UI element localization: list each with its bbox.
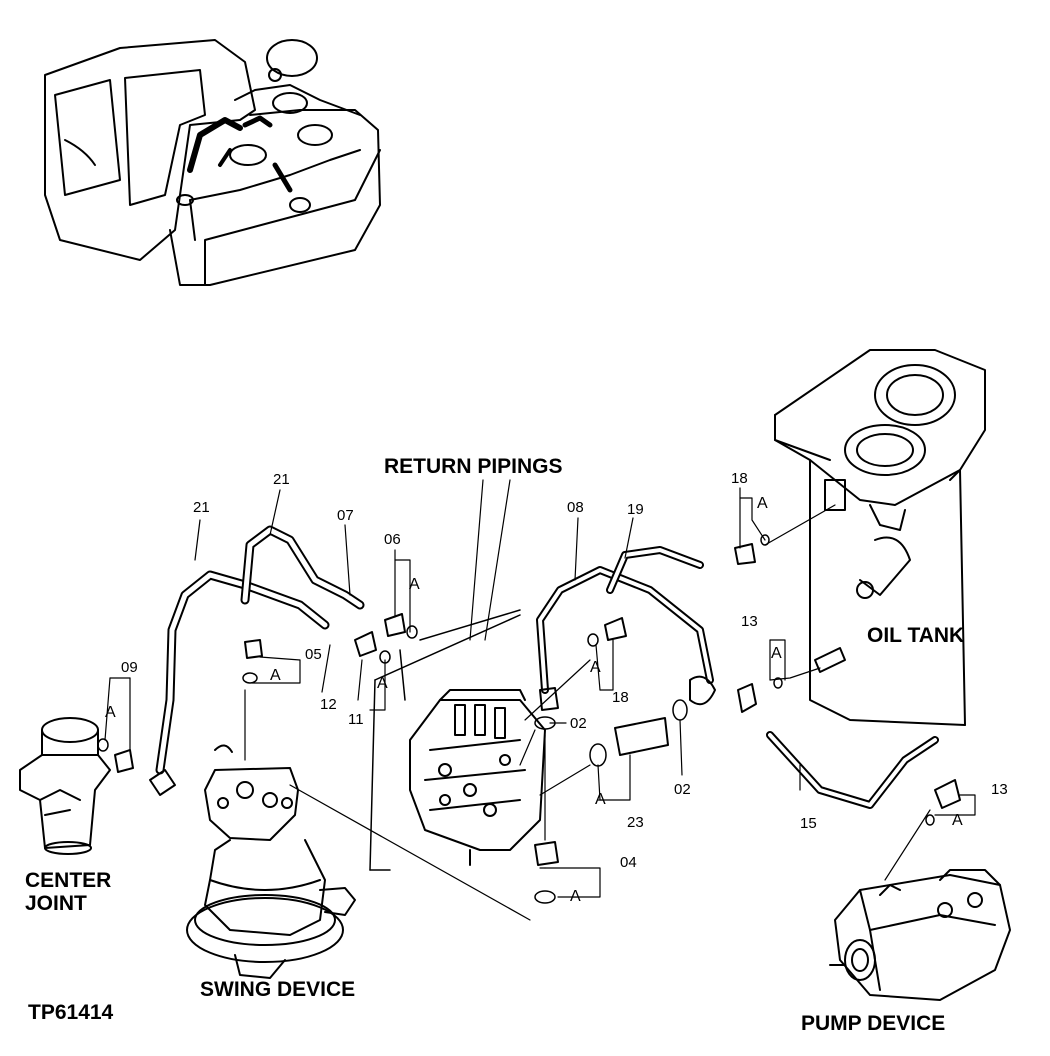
callout-21a: 21 [193, 499, 210, 516]
callout-08: 08 [567, 499, 584, 516]
leader-lines [104, 479, 976, 921]
o-rings [97, 534, 935, 904]
label-return-pipings: RETURN PIPINGS [384, 455, 563, 478]
drawing-id: TP61414 [28, 1001, 114, 1024]
fittings [114, 543, 961, 866]
callout-15: 15 [800, 815, 817, 832]
callout-13a: 13 [741, 613, 758, 630]
callout-04: 04 [620, 854, 637, 871]
callout-06: 06 [384, 531, 401, 548]
return-hoses [149, 525, 939, 809]
callout-02a: 02 [570, 715, 587, 732]
label-center-joint-line1: CENTER [25, 869, 112, 892]
callout-18a: 18 [731, 470, 748, 487]
control-valve-drawing [409, 689, 546, 866]
swing-device-drawing [186, 744, 356, 979]
callout-19: 19 [627, 501, 644, 518]
callout-05: 05 [305, 646, 322, 663]
callout-12: 12 [320, 696, 337, 713]
callout-02b: 02 [674, 781, 691, 798]
connector-a-04: A [570, 888, 581, 905]
pump-device-drawing [829, 869, 1011, 1001]
label-pump-device: PUMP DEVICE [801, 1012, 946, 1035]
connector-a-11: A [377, 675, 388, 692]
connector-a-05: A [270, 667, 281, 684]
connector-a-18b: A [590, 659, 601, 676]
connector-a-13a: A [771, 645, 782, 662]
connector-a-23: A [595, 791, 606, 808]
excavator-overview [44, 39, 381, 286]
callout-21b: 21 [273, 471, 290, 488]
callout-09: 09 [121, 659, 138, 676]
frame-lines [369, 609, 521, 871]
connector-a-06: A [409, 576, 420, 593]
label-oil-tank: OIL TANK [867, 624, 965, 647]
connector-a-13b: A [952, 812, 963, 829]
oil-tank-drawing [774, 349, 986, 726]
label-swing-device: SWING DEVICE [200, 978, 356, 1001]
connector-a-09: A [105, 704, 116, 721]
label-center-joint-line2: JOINT [25, 892, 87, 915]
callout-13b: 13 [991, 781, 1008, 798]
callout-11: 11 [348, 711, 364, 728]
connector-a-18a: A [757, 495, 768, 512]
callout-23: 23 [627, 814, 644, 831]
callout-07: 07 [337, 507, 354, 524]
callout-18b: 18 [612, 689, 629, 706]
center-joint-drawing [19, 717, 111, 855]
